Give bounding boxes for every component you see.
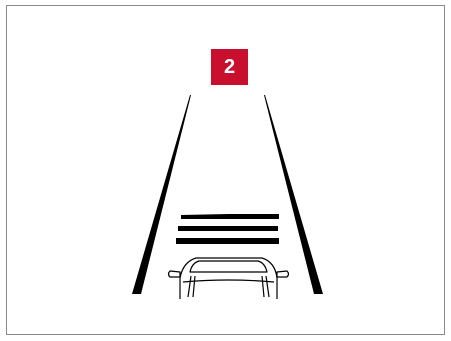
left-lane-marking-icon [132, 95, 191, 294]
step-number-badge: 2 [211, 49, 248, 85]
headlight-beam-icon [176, 214, 279, 244]
right-lane-marking-icon [264, 95, 323, 294]
car-front-icon [169, 258, 289, 299]
